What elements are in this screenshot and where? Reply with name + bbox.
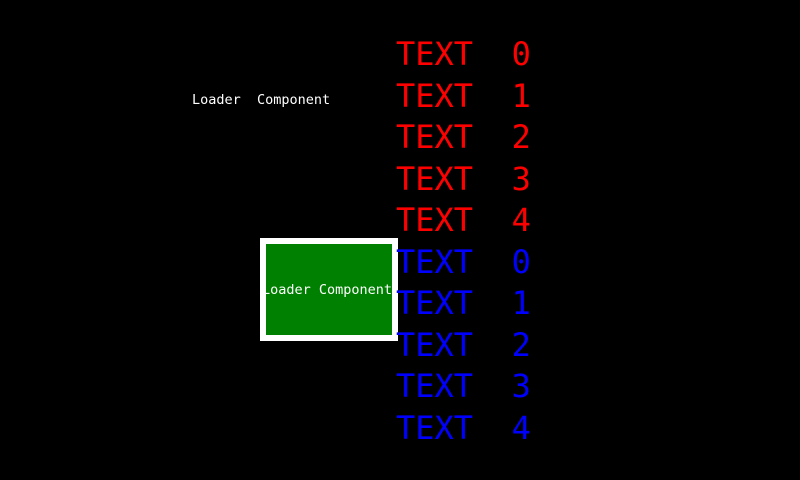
text-row: TEXT 1 [396, 76, 531, 115]
text-row: TEXT 4 [396, 408, 531, 447]
text-row: TEXT 2 [396, 118, 531, 156]
text-row: TEXT 2 [396, 325, 531, 364]
text-row: TEXT 4 [396, 201, 531, 239]
loader-component-box-label: Loader Component [262, 281, 393, 298]
loader-component-box: Loader Component [260, 238, 398, 341]
text-row: TEXT 0 [396, 242, 531, 281]
text-row: TEXT 1 [396, 284, 531, 322]
text-row: TEXT 3 [396, 367, 531, 405]
text-row: TEXT 0 [396, 35, 531, 73]
text-row: TEXT 3 [396, 159, 531, 198]
plain-loader-label: Loader Component [192, 92, 331, 108]
